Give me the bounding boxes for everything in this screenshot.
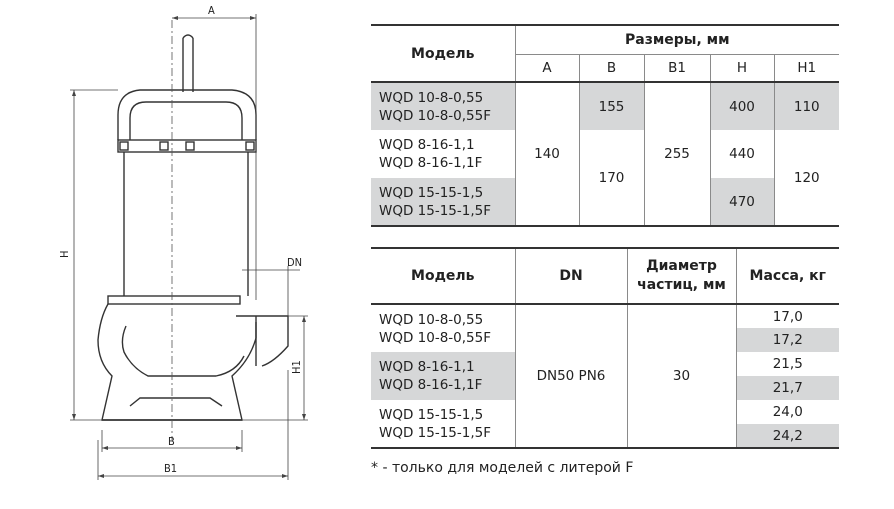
header-model: Модель [371, 247, 515, 305]
col-h1: H1 [773, 54, 840, 83]
header-mass: Масса, кг [735, 247, 839, 305]
dim-label-b: B [168, 435, 175, 448]
header-dn: DN [514, 247, 627, 305]
dim-label-h1: H1 [290, 360, 303, 374]
cell-mass-1: 17,0 [735, 304, 839, 328]
cell-a: 140 [514, 82, 579, 226]
cell-particles: 30 [626, 304, 736, 448]
cell-h-1: 400 [709, 82, 774, 130]
dim-label-b1: B1 [164, 462, 177, 475]
cell-mass-5: 24,0 [735, 400, 839, 424]
dimensions-table: Модель Размеры, мм A B B1 H H1 WQD 10-8-… [371, 24, 840, 227]
cell-mass-4: 21,7 [735, 376, 839, 400]
footnote: * - только для моделей с литерой F [371, 460, 634, 476]
cell-h-2: 440 [709, 130, 774, 178]
header-particles: Диаметр частиц, мм [626, 247, 736, 305]
cell-b-2: 170 [578, 130, 644, 226]
cell-dn: DN50 PN6 [514, 304, 627, 448]
cell-mass-6: 24,2 [735, 424, 839, 449]
col-b: B [578, 54, 644, 83]
header-sizes: Размеры, мм [514, 24, 840, 55]
mass-table: Модель DN Диаметр частиц, мм Масса, кг W… [371, 247, 839, 449]
col-b1: B1 [643, 54, 710, 83]
dim-label-h: H [58, 251, 71, 258]
cell-mass-3: 21,5 [735, 352, 839, 376]
dim-label-dn: DN [287, 256, 302, 269]
cell-h-3: 470 [709, 178, 774, 227]
col-a: A [514, 54, 579, 83]
cell-b1: 255 [643, 82, 710, 226]
pump-drawing: A H DN H1 B B1 [58, 4, 308, 480]
cell-h1-2: 120 [773, 130, 840, 226]
cell-mass-2: 17,2 [735, 328, 839, 352]
header-model: Модель [371, 24, 515, 83]
col-h: H [709, 54, 774, 83]
cell-b-1: 155 [578, 82, 644, 130]
dim-label-a: A [208, 4, 215, 17]
cell-h1-1: 110 [773, 82, 840, 130]
